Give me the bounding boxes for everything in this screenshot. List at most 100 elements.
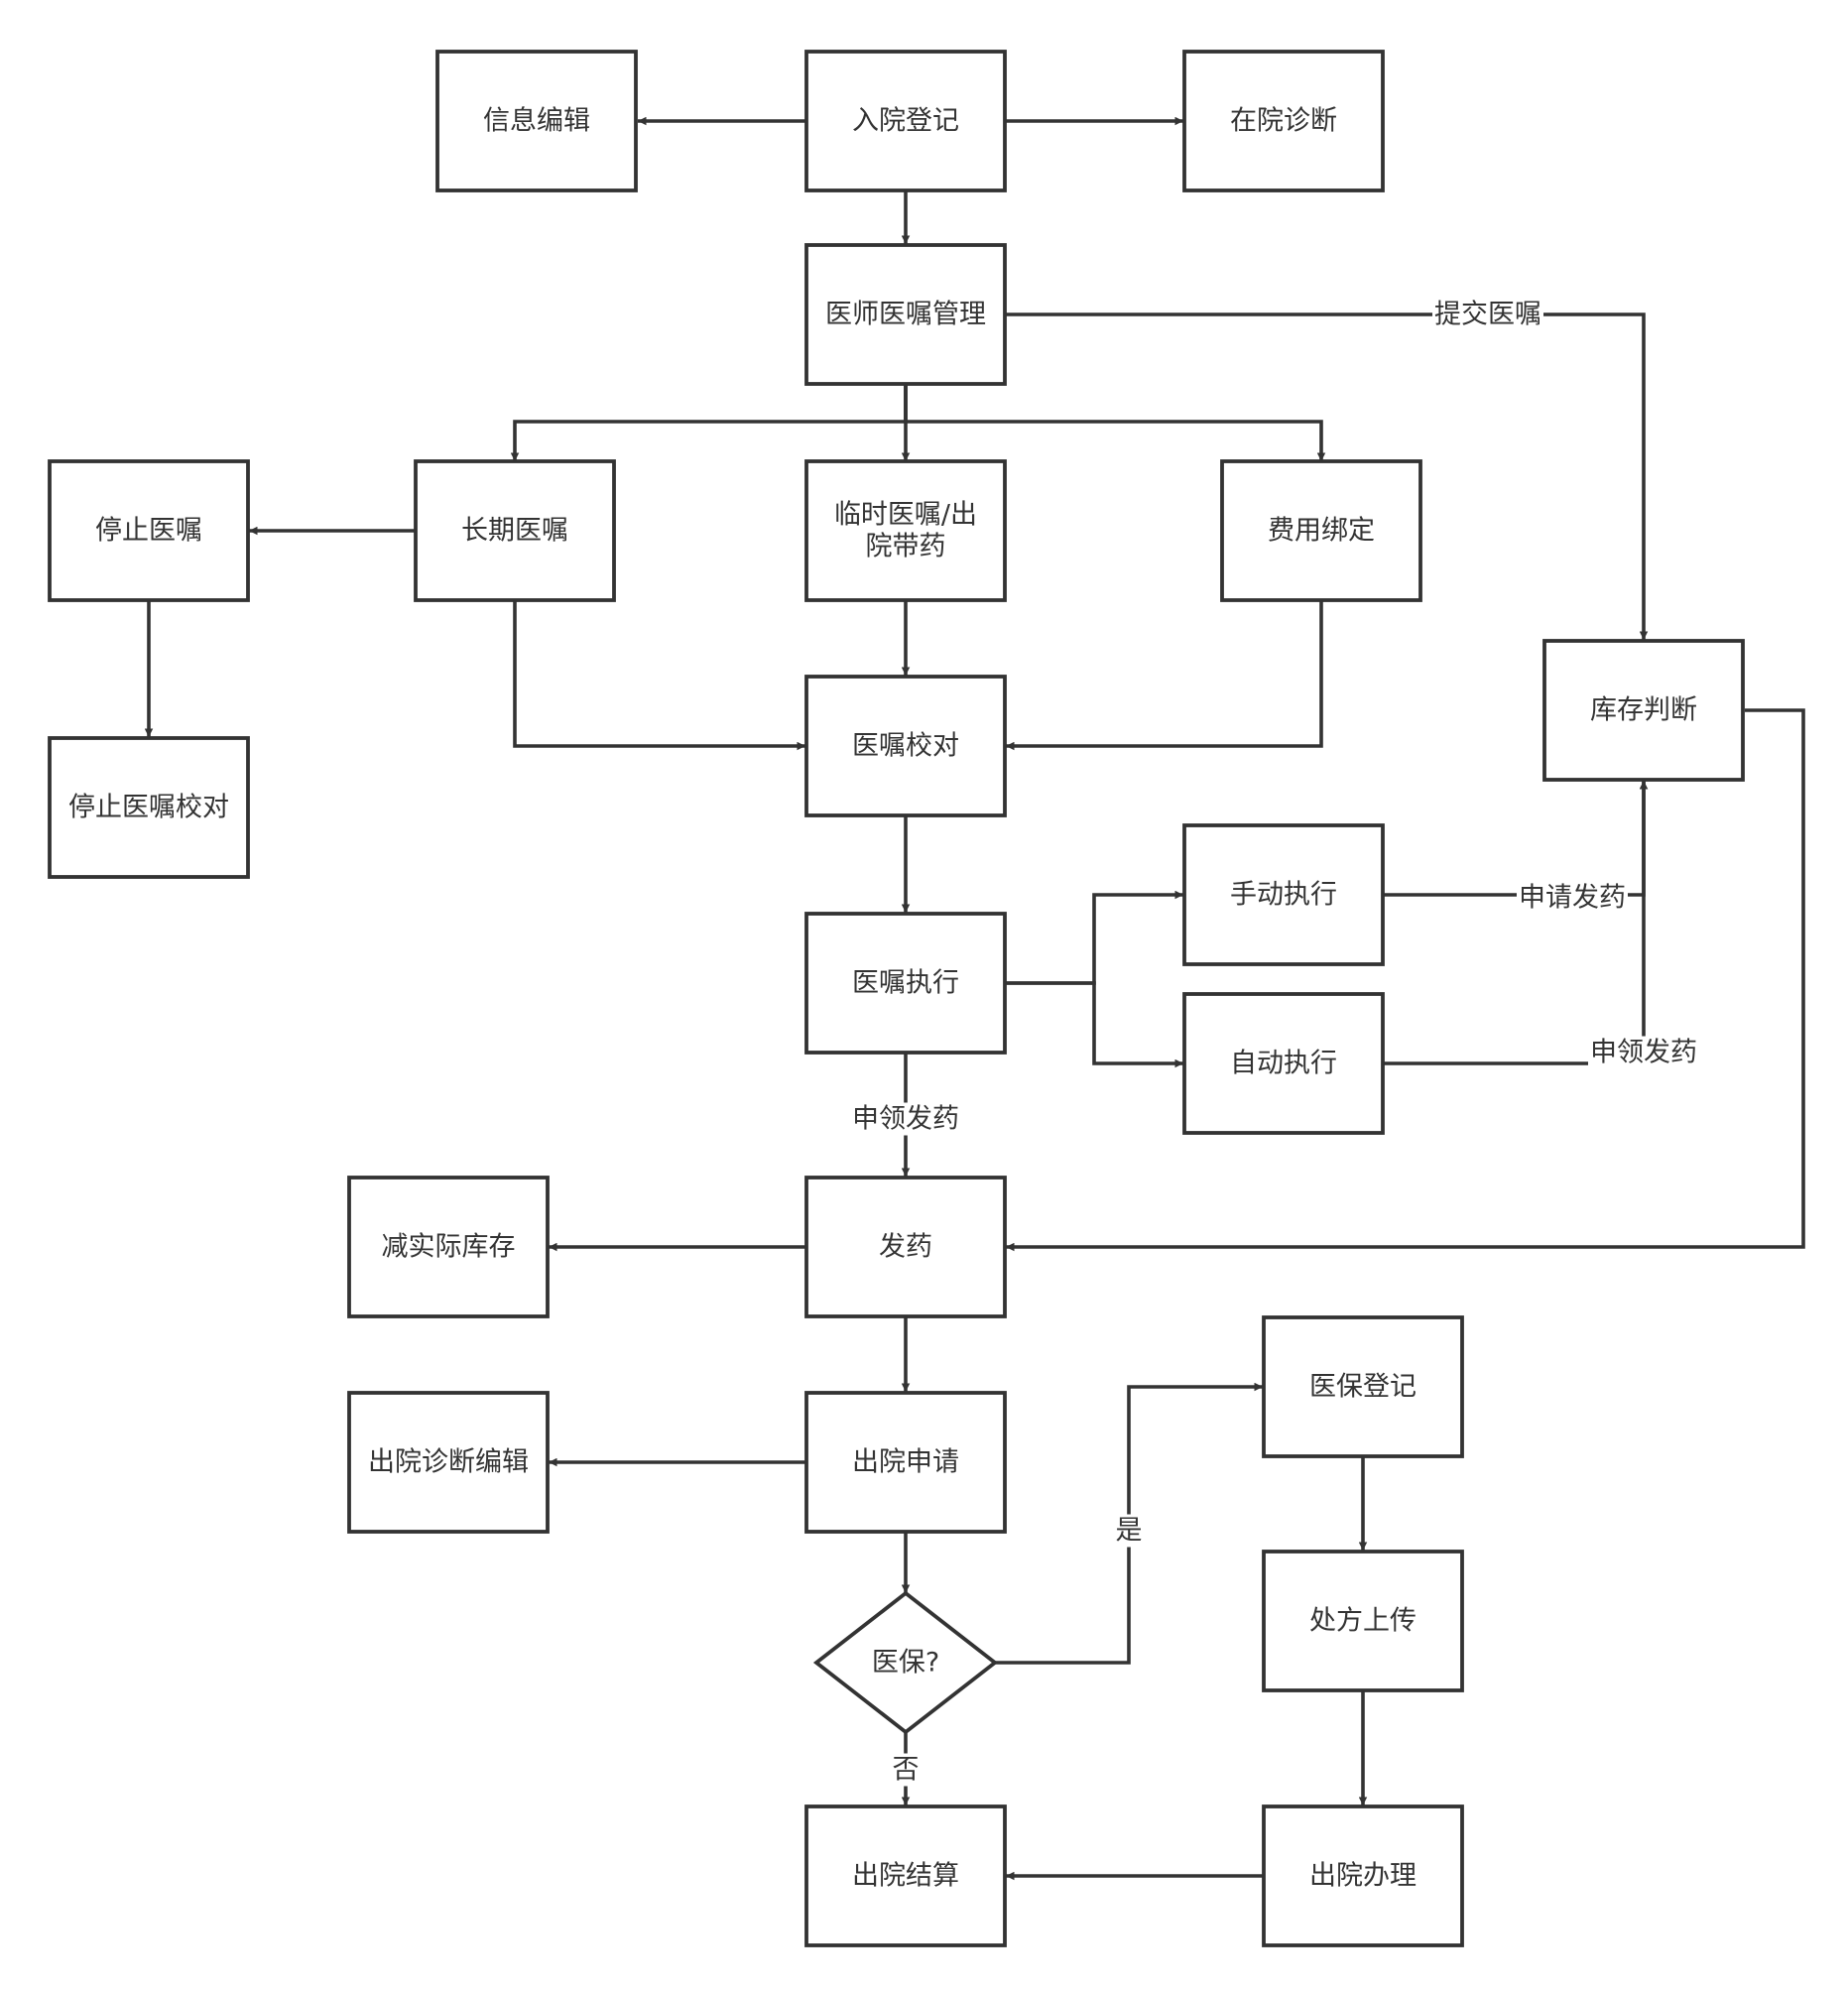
node-chufang-shangchuan: 处方上传 (1262, 1550, 1464, 1692)
node-feiyong-bangding: 费用绑定 (1220, 459, 1422, 602)
node-tingzhi-jiaodui: 停止医嘱校对 (48, 736, 250, 879)
node-label: 减实际库存 (382, 1232, 516, 1263)
edge-feiyong-bangding-to-yizhu-jiaodui (1006, 601, 1323, 751)
process-box (1182, 50, 1385, 192)
process-box (1262, 1804, 1464, 1947)
process-box (1220, 459, 1422, 602)
node-label: 库存判断 (1590, 695, 1697, 726)
edge-label-text: 申请发药 (1519, 883, 1626, 914)
node-chuyuan-jiesuan: 出院结算 (804, 1804, 1007, 1947)
process-box (804, 459, 1007, 602)
edge-yishi-yizhu-to-kucun-panduan (1006, 312, 1649, 640)
node-jian-kucun: 减实际库存 (347, 1176, 550, 1318)
edge-label-background (1432, 298, 1543, 331)
node-label: 医保? (872, 1648, 939, 1679)
node-label: 入院登记 (852, 106, 959, 137)
edge-zidong-zhixing-to-kucun-panduan (1384, 781, 1649, 1065)
edge-label-text: 否 (893, 1755, 920, 1786)
node-chuyuan-banli: 出院办理 (1262, 1804, 1464, 1947)
node-label: 医师医嘱管理 (825, 300, 986, 330)
process-box (1182, 823, 1385, 966)
process-box (804, 1176, 1007, 1318)
node-label: 长期医嘱 (461, 516, 568, 547)
decision-diamond (812, 1590, 999, 1735)
edge-label: 提交医嘱 (1432, 298, 1543, 331)
node-xinxi-bianji: 信息编辑 (435, 50, 638, 192)
edge-changqi-yizhu-to-yizhu-jiaodui (513, 601, 805, 751)
node-zaiyuan-zhenduan: 在院诊断 (1182, 50, 1385, 192)
node-chuyuan-shenqing: 出院申请 (804, 1391, 1007, 1534)
edge-label: 申领发药 (1588, 1036, 1699, 1069)
node-label: 处方上传 (1309, 1606, 1417, 1637)
edge-label-background (1588, 1036, 1699, 1069)
node-label: 医嘱校对 (852, 731, 959, 762)
node-label-line: 院带药 (866, 532, 946, 562)
edge-label-text: 申领发药 (852, 1104, 959, 1135)
process-box (804, 912, 1007, 1055)
node-label: 费用绑定 (1268, 516, 1375, 547)
node-label: 医嘱执行 (852, 968, 959, 999)
process-box (804, 1391, 1007, 1534)
node-shoudong-zhixing: 手动执行 (1182, 823, 1385, 966)
node-zidong-zhixing: 自动执行 (1182, 992, 1385, 1135)
node-label: 出院申请 (852, 1447, 959, 1478)
edge-yizhu-zhixing-to-zidong-zhixing (1006, 981, 1183, 1068)
edge-label-text: 提交医嘱 (1434, 300, 1541, 330)
process-box (48, 459, 250, 602)
node-label: 临时医嘱/出院带药 (834, 500, 977, 562)
node-label: 手动执行 (1230, 880, 1337, 911)
edge-label: 申请发药 (1517, 881, 1628, 915)
node-label: 出院办理 (1309, 1861, 1417, 1892)
node-label: 自动执行 (1230, 1049, 1337, 1079)
process-box (1182, 992, 1385, 1135)
edge-label-background (1517, 881, 1628, 915)
node-yibao-q: 医保? (812, 1590, 999, 1735)
node-label: 停止医嘱 (95, 516, 202, 547)
process-box (804, 675, 1007, 817)
process-box (1542, 639, 1745, 782)
process-box (1262, 1550, 1464, 1692)
process-box (804, 243, 1007, 386)
process-box (347, 1391, 550, 1534)
process-box (804, 50, 1007, 192)
node-label: 信息编辑 (483, 106, 590, 137)
node-yibao-dengji: 医保登记 (1262, 1315, 1464, 1458)
node-tingzhi-yizhu: 停止医嘱 (48, 459, 250, 602)
node-chuyuan-zhenduan: 出院诊断编辑 (347, 1391, 550, 1534)
node-fayao: 发药 (804, 1176, 1007, 1318)
node-label: 停止医嘱校对 (68, 793, 229, 823)
process-box (435, 50, 638, 192)
edge-label: 否 (890, 1753, 922, 1787)
edge-label-background (890, 1753, 922, 1787)
edge-shoudong-zhixing-to-kucun-panduan (1384, 781, 1649, 897)
edge-label-background (1113, 1514, 1145, 1548)
process-box (48, 736, 250, 879)
node-yizhu-jiaodui: 医嘱校对 (804, 675, 1007, 817)
node-label: 发药 (879, 1232, 932, 1263)
node-label: 出院结算 (852, 1861, 959, 1892)
edge-yishi-yizhu-to-feiyong-bangding (904, 385, 1326, 461)
process-box (804, 1804, 1007, 1947)
process-box (414, 459, 616, 602)
edge-label: 申领发药 (850, 1102, 961, 1136)
node-ruyuan-dengji: 入院登记 (804, 50, 1007, 192)
edge-label-background (850, 1102, 961, 1136)
edge-yizhu-zhixing-to-shoudong-zhixing (1006, 890, 1183, 985)
node-label: 在院诊断 (1230, 106, 1337, 137)
edge-kucun-panduan-to-fayao (1006, 708, 1805, 1252)
process-box (347, 1176, 550, 1318)
edge-label: 是 (1113, 1514, 1145, 1548)
edge-label-text: 是 (1116, 1516, 1143, 1547)
node-label: 出院诊断编辑 (368, 1447, 529, 1478)
node-label-line: 临时医嘱/出 (834, 500, 977, 531)
edge-label-text: 申领发药 (1590, 1038, 1697, 1068)
process-box (1262, 1315, 1464, 1458)
node-changqi-yizhu: 长期医嘱 (414, 459, 616, 602)
node-yishi-yizhu: 医师医嘱管理 (804, 243, 1007, 386)
node-yizhu-zhixing: 医嘱执行 (804, 912, 1007, 1055)
node-linshi-yizhu: 临时医嘱/出院带药 (804, 459, 1007, 602)
node-kucun-panduan: 库存判断 (1542, 639, 1745, 782)
edge-yishi-yizhu-to-changqi-yizhu (510, 385, 908, 461)
